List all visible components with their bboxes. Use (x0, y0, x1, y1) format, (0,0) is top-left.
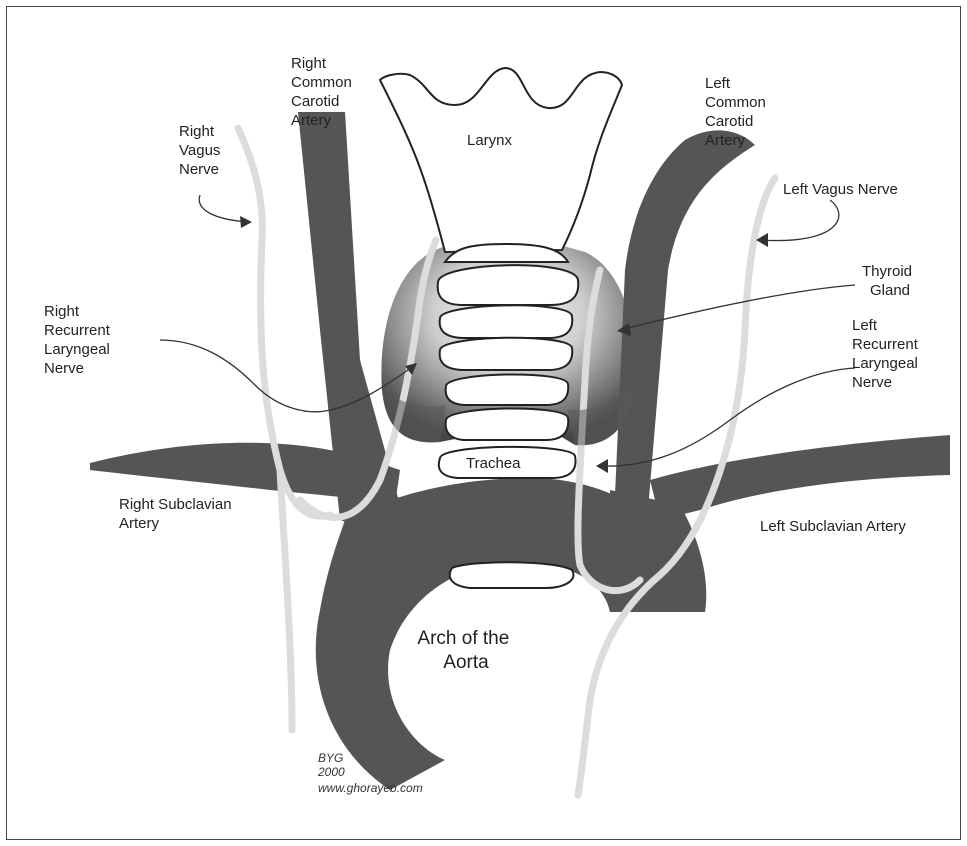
label-right-common-carotid: Right Common Carotid Artery (291, 55, 356, 129)
credit-line: www.ghorayeb.com (318, 781, 423, 795)
label-line: Carotid (705, 113, 753, 130)
label-line: Artery (705, 132, 746, 149)
tracheal-ring-lower (450, 562, 574, 588)
label-left-vagus: Left Vagus Nerve (783, 181, 898, 198)
label-line: Nerve (44, 360, 84, 377)
label-right-vagus: Right Vagus Nerve (179, 123, 225, 178)
label-line: Left (705, 75, 731, 92)
tracheal-ring (440, 305, 573, 338)
label-line: Artery (291, 112, 332, 129)
tracheal-ring (446, 408, 569, 440)
label-line: Arch of the (417, 628, 509, 649)
larynx (380, 68, 622, 252)
label-line: Vagus (179, 142, 220, 159)
label-thyroid: Thyroid Gland (862, 263, 916, 299)
label-line: Artery (119, 515, 160, 532)
label-line: Aorta (443, 652, 489, 673)
label-line: Right (44, 303, 80, 320)
right-vagus-nerve-lower (280, 470, 292, 730)
credit-line: BYG (318, 751, 343, 765)
tracheal-ring (440, 338, 573, 370)
label-line: Left (852, 317, 878, 334)
label-line: Common (705, 94, 766, 111)
label-line: Gland (870, 282, 910, 299)
label-line: Common (291, 74, 352, 91)
tracheal-ring (446, 374, 569, 405)
credit-line: 2000 (317, 765, 345, 779)
label-left-subclavian: Left Subclavian Artery (760, 518, 906, 535)
label-line: Laryngeal (44, 341, 110, 358)
label-line: Nerve (179, 161, 219, 178)
label-trachea: Trachea (466, 455, 521, 472)
label-right-recurrent: Right Recurrent Laryngeal Nerve (44, 303, 114, 377)
label-line: Right (291, 55, 327, 72)
label-line: Recurrent (852, 336, 919, 353)
arrowhead (240, 216, 252, 228)
left-common-carotid-artery (615, 130, 755, 510)
label-aorta: Arch of the Aorta (417, 628, 514, 673)
label-line: Thyroid (862, 263, 912, 280)
tracheal-ring (438, 265, 579, 305)
label-line: Right (179, 123, 215, 140)
pointer-left-vagus (760, 200, 839, 241)
label-right-subclavian: Right Subclavian Artery (119, 496, 236, 532)
label-line: Recurrent (44, 322, 111, 339)
pointer-right-recurrent (160, 340, 415, 412)
label-line: Carotid (291, 93, 339, 110)
arrowhead (596, 459, 608, 473)
label-larynx: Larynx (467, 132, 513, 149)
label-line: Laryngeal (852, 355, 918, 372)
left-subclavian-artery (650, 435, 950, 520)
label-left-recurrent: Left Recurrent Laryngeal Nerve (852, 317, 922, 391)
label-line: Right Subclavian (119, 496, 232, 513)
label-line: Nerve (852, 374, 892, 391)
label-left-common-carotid: Left Common Carotid Artery (705, 75, 770, 149)
